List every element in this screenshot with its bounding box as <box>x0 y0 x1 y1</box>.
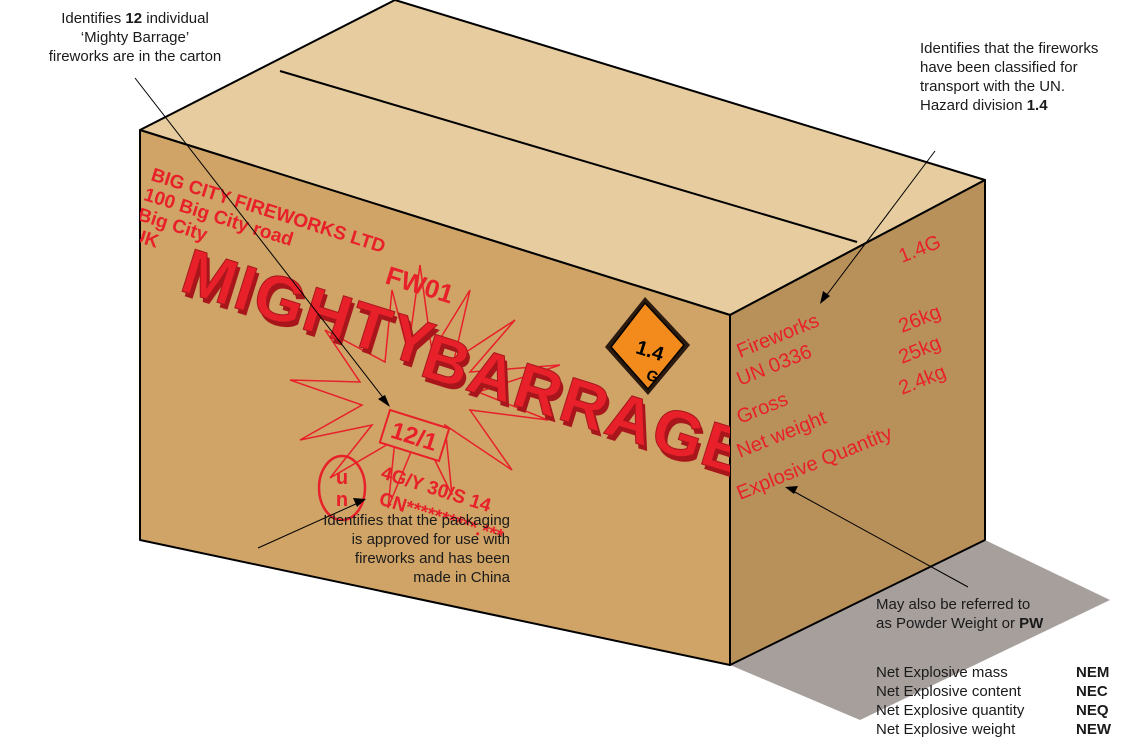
callout-powder-line-2: as Powder Weight or <box>876 615 1019 632</box>
abbreviation-term: Net Explosive mass <box>876 663 1076 682</box>
abbreviation-term: Net Explosive content <box>876 682 1076 701</box>
abbreviation-code: NEM <box>1076 663 1111 682</box>
callout-un-classification: Identifies that the fireworks have been … <box>920 39 1140 115</box>
abbreviation-term: Net Explosive quantity <box>876 701 1076 720</box>
callout-packaging-line-1: Identifies that the packaging <box>255 511 510 530</box>
callout-un-line-1: Identifies that the fireworks <box>920 39 1140 58</box>
callout-powder-weight: May also be referred to as Powder Weight… <box>876 595 1141 633</box>
abbreviation-code: NEQ <box>1076 701 1111 720</box>
callout-count-text-end: individual <box>142 10 209 27</box>
callout-packaging-line-2: is approved for use with <box>255 530 510 549</box>
abbreviation-term: Net Explosive weight <box>876 720 1076 739</box>
callout-un-line-4: Hazard division <box>920 97 1027 114</box>
callout-item-count: Identifies 12 individual ‘Mighty Barrage… <box>10 9 260 66</box>
callout-un-line-3: transport with the UN. <box>920 77 1140 96</box>
callout-powder-line-1: May also be referred to <box>876 595 1141 614</box>
un-logo-n: n <box>336 489 348 511</box>
callout-count-number: 12 <box>125 10 142 27</box>
callout-un-line-2: have been classified for <box>920 58 1140 77</box>
callout-powder-abbr: PW <box>1019 615 1043 632</box>
callout-un-division: 1.4 <box>1027 97 1048 114</box>
callout-packaging-line-3: fireworks and has been <box>255 549 510 568</box>
callout-packaging-line-4: made in China <box>255 568 510 587</box>
abbreviation-code: NEC <box>1076 682 1111 701</box>
callout-packaging: Identifies that the packaging is approve… <box>255 511 510 587</box>
callout-count-text: Identifies <box>61 10 125 27</box>
callout-count-line-2: ‘Mighty Barrage’ <box>10 28 260 47</box>
callout-count-line-3: fireworks are in the carton <box>10 47 260 66</box>
abbreviation-code: NEW <box>1076 720 1111 739</box>
un-logo-u: u <box>336 467 348 489</box>
